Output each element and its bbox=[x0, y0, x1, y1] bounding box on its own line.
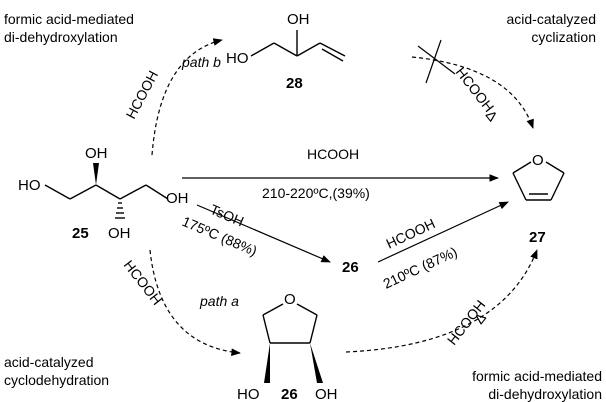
arrow-tsoh bbox=[196, 204, 331, 263]
arrow-path-b bbox=[151, 38, 223, 156]
compound-label-25: 25 bbox=[72, 225, 89, 242]
compound-label-26-bottom: 26 bbox=[281, 386, 298, 402]
compound-label-26-middle: 26 bbox=[342, 259, 359, 276]
atom-o-27: O bbox=[532, 152, 544, 169]
atom-oh-upper-25: OH bbox=[85, 145, 108, 162]
compound-label-27: 27 bbox=[529, 229, 546, 246]
arrow-dehydroxylation-bottom bbox=[345, 249, 538, 353]
atom-oh-26: OH bbox=[315, 386, 338, 402]
hash-bond-25 bbox=[115, 202, 125, 219]
atom-oh-lower-25: OH bbox=[108, 225, 131, 242]
reagent-hcooh-direct: HCOOH bbox=[307, 146, 359, 162]
compound-25-structure: HO OH OH OH bbox=[18, 145, 189, 242]
wedge-bond-25 bbox=[93, 163, 99, 185]
atom-o-26: O bbox=[284, 291, 296, 308]
annotation-top-right-line1: acid-catalyzed bbox=[507, 11, 597, 27]
blocked-cross-icon bbox=[417, 39, 456, 84]
wedge-bond-26-right bbox=[310, 343, 323, 383]
reagent-hcooh-path-b: HCOOH bbox=[123, 68, 162, 122]
annotation-bottom-left-line1: acid-catalyzed bbox=[4, 354, 94, 370]
reagent-hcooh-path-a: HCOOH bbox=[121, 257, 166, 308]
annotation-bottom-right-line1: formic acid-mediated bbox=[472, 368, 602, 384]
annotation-bottom-left-line2: cyclodehydration bbox=[4, 372, 109, 388]
atom-ho-26: HO bbox=[237, 386, 260, 402]
wedge-bond-26-left bbox=[264, 343, 270, 383]
annotation-top-left-line2: di-dehydroxylation bbox=[4, 29, 118, 45]
annotation-bottom-right-line2: di-dehydroxylation bbox=[488, 386, 602, 402]
path-a-label: path a bbox=[199, 293, 239, 309]
compound-28-structure: HO OH bbox=[226, 11, 346, 67]
atom-ho-28: HO bbox=[226, 50, 249, 67]
compound-26-structure: O HO OH bbox=[237, 291, 338, 402]
compound-27-structure: O bbox=[512, 152, 565, 201]
annotation-top-right-line2: cyclization bbox=[531, 29, 596, 45]
atom-oh-28: OH bbox=[287, 11, 310, 28]
conditions-direct: 210-220ºC,(39%) bbox=[262, 185, 370, 201]
atom-ho-25: HO bbox=[18, 177, 41, 194]
path-b-label: path b bbox=[181, 54, 221, 70]
annotation-top-left-line1: formic acid-mediated bbox=[4, 11, 134, 27]
compound-label-28: 28 bbox=[286, 75, 303, 92]
arrow-path-a bbox=[149, 249, 241, 356]
reagent-hcooh-second: HCOOH bbox=[384, 215, 438, 252]
atom-oh-right-25: OH bbox=[166, 190, 189, 207]
arrow-second-step bbox=[377, 201, 509, 263]
